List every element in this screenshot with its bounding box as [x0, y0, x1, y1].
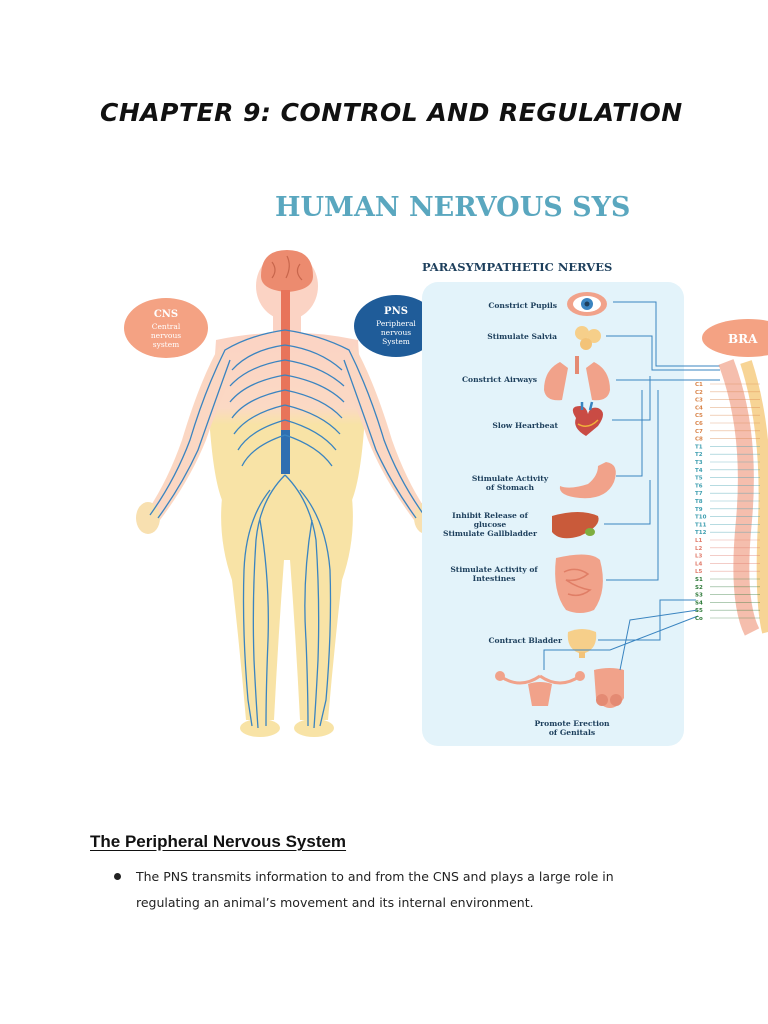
spine-label-s4: S4 — [695, 600, 703, 606]
brain-badge: BRA — [702, 319, 768, 357]
nervous-system-infographic: HUMAN NERVOUS SYS — [120, 180, 768, 760]
spine-label-c2: C2 — [695, 390, 703, 396]
spine-label-l2: L2 — [695, 546, 703, 552]
nerve-connectors — [543, 301, 720, 671]
svg-text:CNS: CNS — [154, 309, 178, 320]
intestines-icon — [555, 554, 603, 613]
label-constrict-airways: Constrict Airways — [462, 375, 537, 384]
spine-label-s3: S3 — [695, 593, 703, 599]
svg-text:Inhibit Release of: Inhibit Release of — [452, 511, 528, 520]
svg-text:BRA: BRA — [728, 332, 758, 346]
label-constrict-pupils: Constrict Pupils — [488, 301, 557, 310]
svg-text:of Stomach: of Stomach — [486, 483, 535, 492]
bullet-item: The PNS transmits information to and fro… — [110, 864, 670, 916]
spine-label-t3: T3 — [695, 460, 703, 466]
spine-label-l3: L3 — [695, 554, 703, 560]
svg-text:system: system — [153, 340, 180, 349]
svg-text:of Genitals: of Genitals — [549, 728, 595, 737]
spine-label-t1: T1 — [695, 444, 703, 450]
svg-text:nervous: nervous — [151, 331, 181, 340]
spine-label-t5: T5 — [695, 476, 703, 482]
bullet-text: The PNS transmits information to and fro… — [136, 869, 614, 910]
bullet-list: The PNS transmits information to and fro… — [110, 864, 670, 916]
spine-label-t11: T11 — [695, 522, 707, 528]
spine-label-l4: L4 — [695, 561, 703, 567]
spine-label-t12: T12 — [695, 530, 707, 536]
svg-text:Central: Central — [152, 322, 181, 331]
svg-text:Stimulate Activity of: Stimulate Activity of — [450, 565, 538, 574]
svg-text:nervous: nervous — [381, 328, 411, 337]
svg-text:Promote Erection: Promote Erection — [534, 719, 610, 728]
label-stimulate-saliva: Stimulate Salvia — [487, 332, 557, 341]
spine-label-c5: C5 — [695, 413, 703, 419]
label-contract-bladder: Contract Bladder — [488, 636, 563, 645]
spine-label-co: Co — [695, 616, 703, 622]
human-body-illustration — [136, 250, 438, 737]
brain-icon — [261, 250, 313, 292]
heart-icon — [572, 401, 603, 436]
chapter-title: CHAPTER 9: CONTROL AND REGULATION — [100, 98, 683, 127]
parasympathetic-header: PARASYMPATHETIC NERVES — [422, 260, 612, 274]
spine-label-t8: T8 — [695, 499, 703, 505]
spine-label-t7: T7 — [695, 491, 703, 497]
spine-label-s1: S1 — [695, 577, 703, 583]
svg-text:PNS: PNS — [384, 306, 408, 317]
svg-text:Intestines: Intestines — [473, 574, 516, 583]
spine-label-t6: T6 — [695, 483, 703, 489]
spine-label-c7: C7 — [695, 429, 703, 435]
spine-label-t2: T2 — [695, 452, 703, 458]
svg-text:Stimulate Gallbladder: Stimulate Gallbladder — [443, 529, 538, 538]
svg-text:System: System — [382, 337, 410, 346]
spine-label-s5: S5 — [695, 608, 703, 614]
label-slow-heartbeat: Slow Heartbeat — [492, 421, 558, 430]
spine-label-c8: C8 — [695, 437, 703, 443]
spine-label-l5: L5 — [695, 569, 703, 575]
liver-icon — [552, 512, 599, 539]
svg-text:Peripheral: Peripheral — [376, 319, 416, 328]
spinal-column — [718, 359, 768, 636]
spine-label-t4: T4 — [695, 468, 703, 474]
lungs-icon — [544, 356, 610, 401]
male-reproductive-icon — [594, 668, 624, 708]
spine-label-s2: S2 — [695, 585, 703, 591]
svg-text:glucose: glucose — [474, 520, 507, 529]
infographic-title: HUMAN NERVOUS SYS — [275, 192, 630, 223]
bladder-icon — [567, 629, 597, 658]
salivary-gland-icon — [575, 326, 601, 350]
spine-label-t10: T10 — [695, 515, 707, 521]
spine-segment-labels: C1C2C3C4C5C6C7C8T1T2T3T4T5T6T7T8T9T10T11… — [695, 382, 760, 622]
cns-badge: CNS Central nervous system — [124, 298, 208, 358]
parasympathetic-panel — [422, 282, 684, 746]
spine-label-c3: C3 — [695, 398, 703, 404]
spine-label-c6: C6 — [695, 421, 703, 427]
spine-label-t9: T9 — [695, 507, 703, 513]
uterus-icon — [495, 671, 585, 706]
eye-icon — [567, 292, 607, 316]
bullet-dot — [114, 873, 121, 880]
stomach-icon — [559, 462, 616, 499]
section-heading: The Peripheral Nervous System — [90, 832, 347, 851]
svg-text:Stimulate Activity: Stimulate Activity — [472, 474, 549, 483]
spine-label-c4: C4 — [695, 405, 703, 411]
pns-badge: PNS Peripheral nervous System — [354, 295, 438, 357]
spine-label-c1: C1 — [695, 382, 703, 388]
spine-label-l1: L1 — [695, 538, 703, 544]
